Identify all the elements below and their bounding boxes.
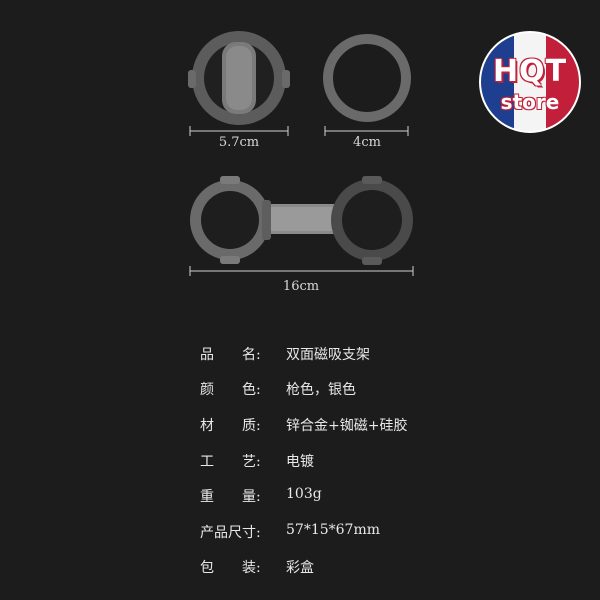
logo-text-hqt: HQT	[492, 54, 568, 89]
spec-label: 颜 色:	[200, 382, 261, 398]
spec-value: 57*15*67mm	[286, 522, 380, 538]
spec-label: 材 质:	[200, 418, 261, 434]
spec-label: 重 量:	[200, 489, 261, 505]
dimension-line-single	[189, 126, 289, 136]
spec-value: 103g	[286, 486, 322, 502]
dimension-line-total	[189, 266, 414, 276]
ring-view	[323, 34, 411, 122]
spec-value: 彩盒	[286, 560, 314, 576]
logo-text-store: store	[500, 90, 560, 114]
spec-label: 品 名:	[200, 347, 261, 363]
dimension-label-total: 16cm	[282, 279, 320, 294]
spec-value: 双面磁吸支架	[286, 347, 370, 363]
spec-label: 产品尺寸:	[200, 525, 261, 541]
spec-value: 锌合金+铷磁+硅胶	[286, 418, 408, 434]
holder-front-view	[188, 31, 290, 125]
dimension-line-ring	[324, 126, 409, 136]
store-logo: HQT store	[478, 30, 582, 134]
spec-label: 包 装:	[200, 560, 261, 576]
dimension-label-ring: 4cm	[353, 135, 381, 150]
spec-value: 电镀	[286, 454, 314, 470]
holder-open-view	[190, 176, 413, 265]
spec-value: 枪色，银色	[286, 382, 356, 398]
dimension-label-single: 5.7cm	[218, 135, 260, 150]
spec-label: 工 艺:	[200, 454, 261, 470]
